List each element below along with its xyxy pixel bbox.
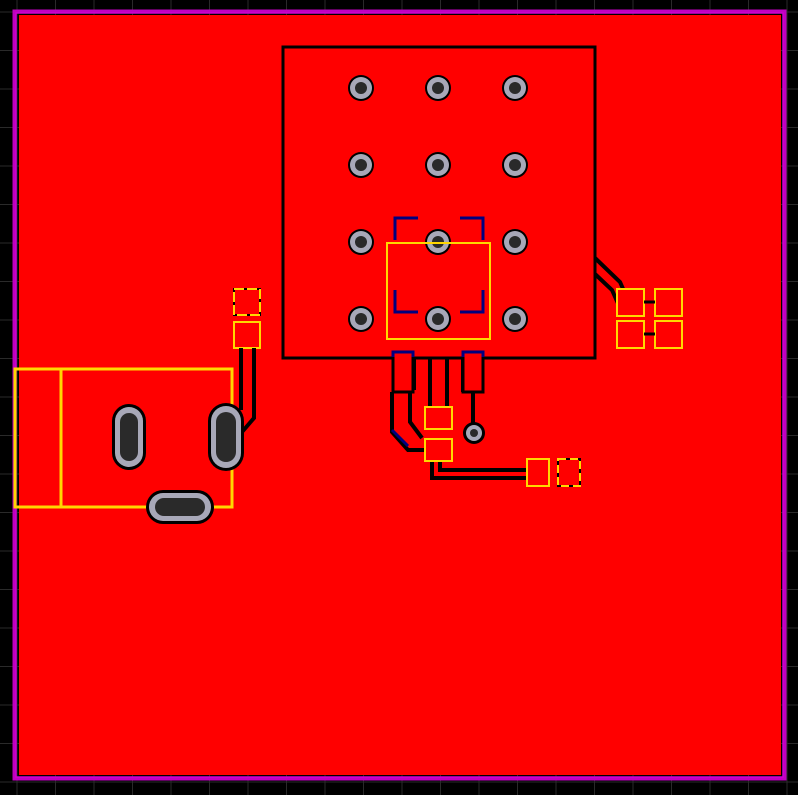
sot-footprint[interactable] [386,216,491,340]
sot-silkscreen [386,242,491,340]
sot-courtyard-tl [393,216,418,240]
via[interactable] [463,422,485,444]
barrel-pad-2[interactable] [208,403,244,471]
copper-pour [19,15,781,775]
header-pad[interactable] [502,152,528,178]
barrel-jack[interactable] [13,367,244,524]
courtyard-trace [390,428,410,448]
header-pad[interactable] [502,229,528,255]
header-pad[interactable] [502,306,528,332]
header-pad[interactable] [502,75,528,101]
sot-courtyard-br [460,290,485,314]
header-pad[interactable] [348,75,374,101]
pin-header-clearance [281,45,597,360]
barrel-pad-3[interactable] [146,490,214,524]
smd-passive-right[interactable] [616,288,683,349]
header-pad[interactable] [348,306,374,332]
header-pad[interactable] [348,152,374,178]
trace-group-left [239,348,256,434]
smd-passive-lower[interactable] [526,458,581,487]
header-pad[interactable] [425,152,451,178]
sot-courtyard-bl [393,290,418,314]
smd-passive-left[interactable] [233,288,261,349]
sot-courtyard-tr [460,216,485,240]
smd-pads-tall[interactable] [391,350,485,394]
header-pad[interactable] [425,306,451,332]
header-pad[interactable] [348,229,374,255]
smd-passive-center[interactable] [424,406,453,462]
barrel-pad-1[interactable] [112,404,146,470]
header-pad[interactable] [425,75,451,101]
